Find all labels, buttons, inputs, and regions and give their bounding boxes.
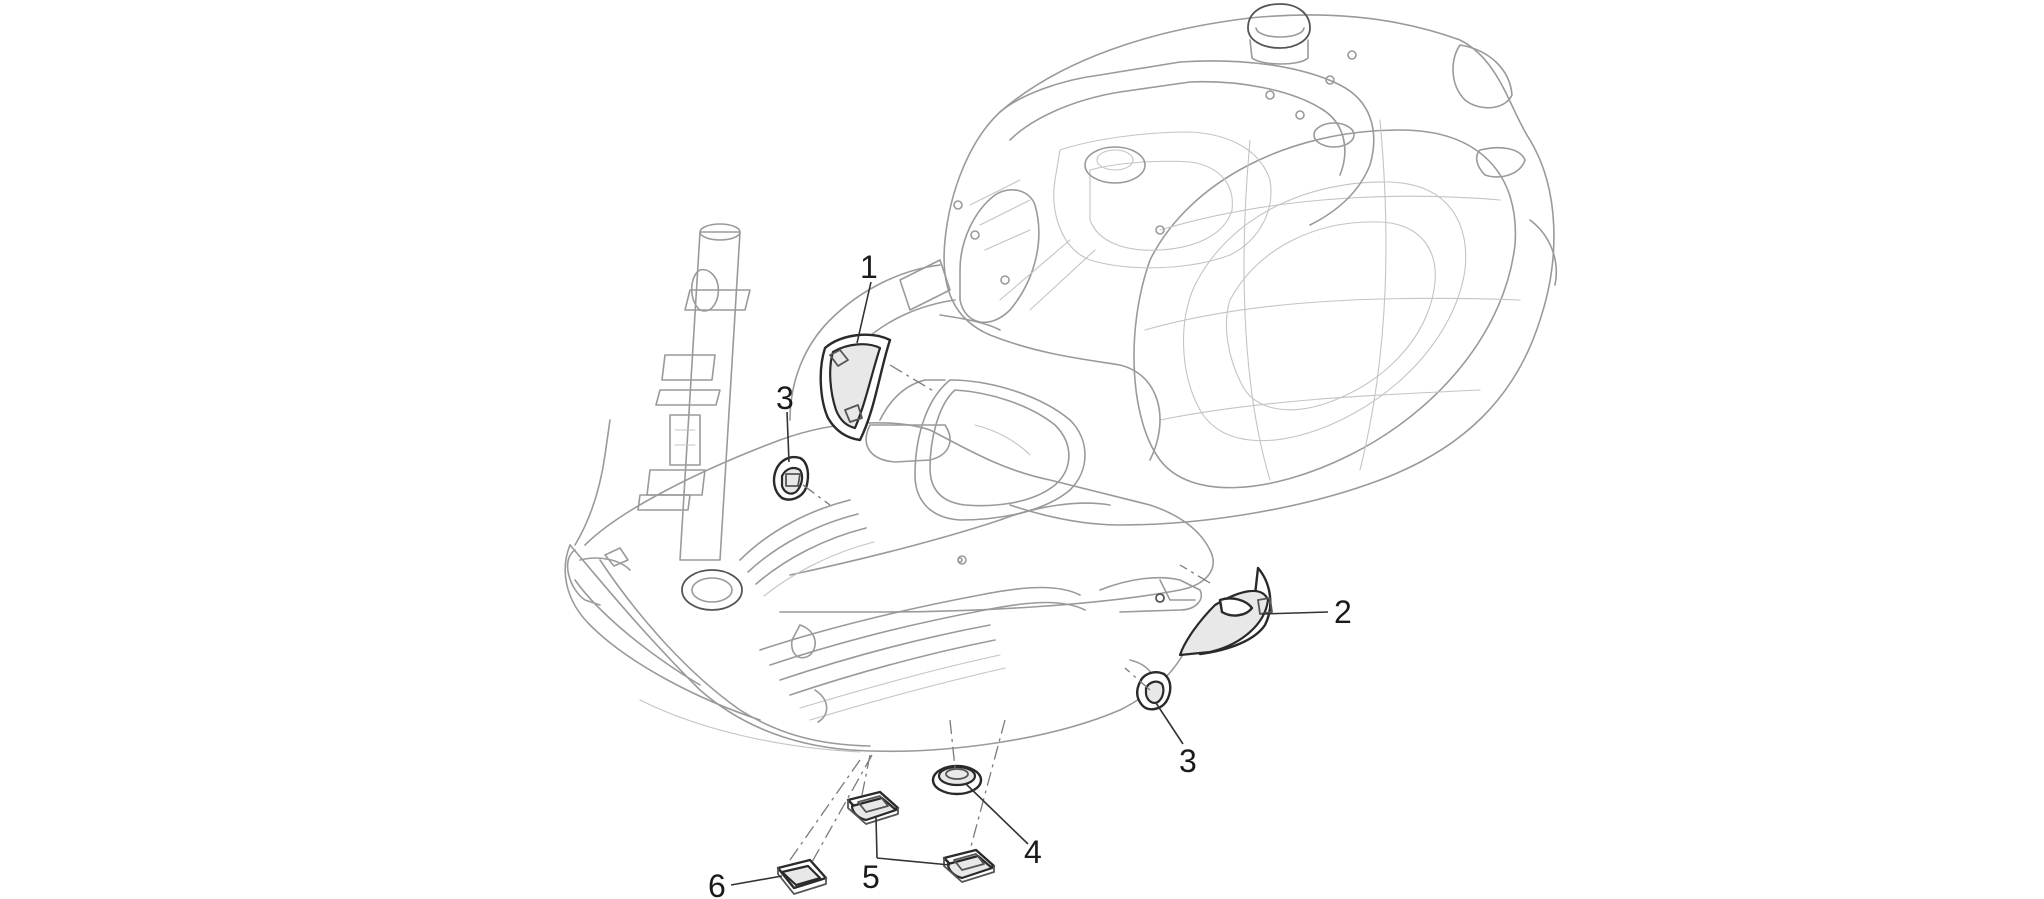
callout-3-right: 3 bbox=[1179, 743, 1197, 779]
assembly-lines bbox=[789, 364, 1211, 863]
callout-5: 5 bbox=[862, 859, 880, 895]
callout-labels: 1 2 3 3 4 5 6 bbox=[708, 249, 1352, 899]
callout-1: 1 bbox=[860, 249, 878, 285]
callout-3-left: 3 bbox=[776, 380, 794, 416]
callout-4: 4 bbox=[1024, 834, 1042, 870]
part-5-rubber-plug-lower[interactable] bbox=[942, 848, 996, 883]
leader-lines bbox=[730, 281, 1329, 886]
callout-6: 6 bbox=[708, 868, 726, 899]
part-3-small-cover-left[interactable] bbox=[772, 456, 810, 501]
part-6-rectangular-plug[interactable] bbox=[776, 858, 828, 895]
part-2-rear-side-cover[interactable] bbox=[1178, 566, 1273, 657]
callout-2: 2 bbox=[1334, 594, 1352, 630]
part-1-front-cover[interactable] bbox=[819, 333, 892, 442]
part-5-rubber-plug-upper[interactable] bbox=[846, 790, 900, 825]
part-3-small-cover-right[interactable] bbox=[1136, 671, 1172, 711]
part-4-round-grommet[interactable] bbox=[931, 764, 983, 796]
scooter-frame bbox=[564, 3, 1557, 753]
